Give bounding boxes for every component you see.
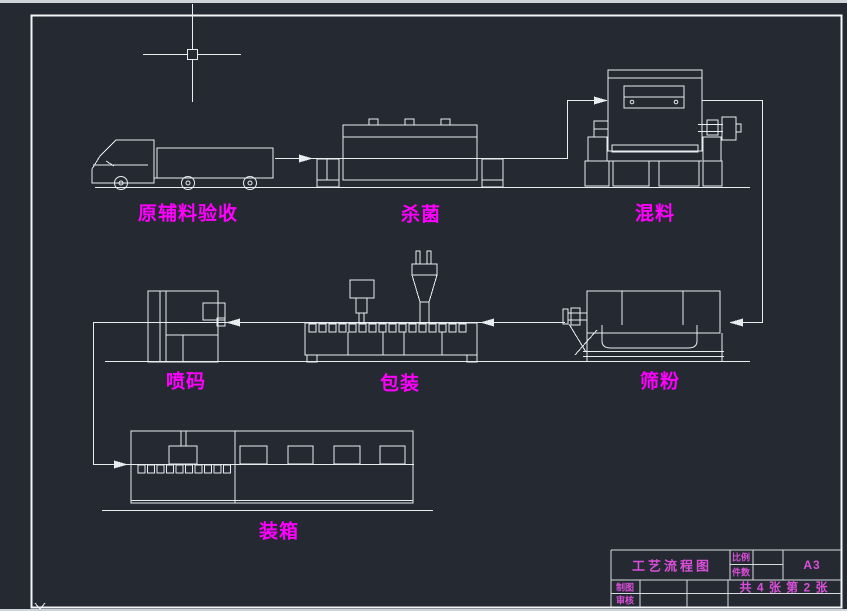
flow-lines [93,100,763,465]
titleblock-qty-label: 件数 [731,567,751,578]
stage-label-receiving: 原辅料验收 [137,203,239,225]
stage-label-boxing: 装箱 [258,521,300,543]
truck-drawing[interactable] [91,139,274,190]
titleblock-paper-size: A3 [803,558,821,572]
packaging-machine-drawing[interactable] [304,250,478,363]
drawing-linework [30,4,843,609]
code-sprayer-drawing[interactable] [147,290,226,363]
titleblock-drafter-label: 制图 [615,582,635,593]
titleblock-reviewer-label: 审核 [615,595,635,606]
sterilizer-drawing[interactable] [316,118,504,188]
stage-label-coding: 喷码 [165,371,207,393]
flow-arrows [114,96,743,469]
arrow-right-icon [299,154,313,163]
arrow-right-icon [594,96,608,105]
arrow-left-icon [480,318,494,327]
pickbox [187,49,198,60]
stage-label-mixing: 混料 [634,203,676,225]
stage-label-packaging: 包装 [379,373,421,395]
titleblock-sheet-info: 共 4 张 第 2 张 [739,580,829,595]
arrow-right-icon [114,460,128,469]
arrow-left-icon [729,318,743,327]
corner-mark [34,602,46,609]
crosshair-cursor [143,4,241,102]
arrow-left-icon [226,318,240,327]
title-block-grid [610,549,841,607]
stage-label-sterilization: 杀菌 [400,204,442,226]
drawing-frame [30,14,843,609]
mixer-drawing[interactable] [584,69,742,187]
titleblock-scale-label: 比例 [731,552,751,563]
stage-label-sieving: 筛粉 [639,371,681,393]
sieve-drawing[interactable] [562,290,724,361]
ground-lines [95,187,750,511]
titleblock-drawing-title: 工艺流程图 [631,558,713,574]
boxing-machine-drawing[interactable] [130,430,414,504]
